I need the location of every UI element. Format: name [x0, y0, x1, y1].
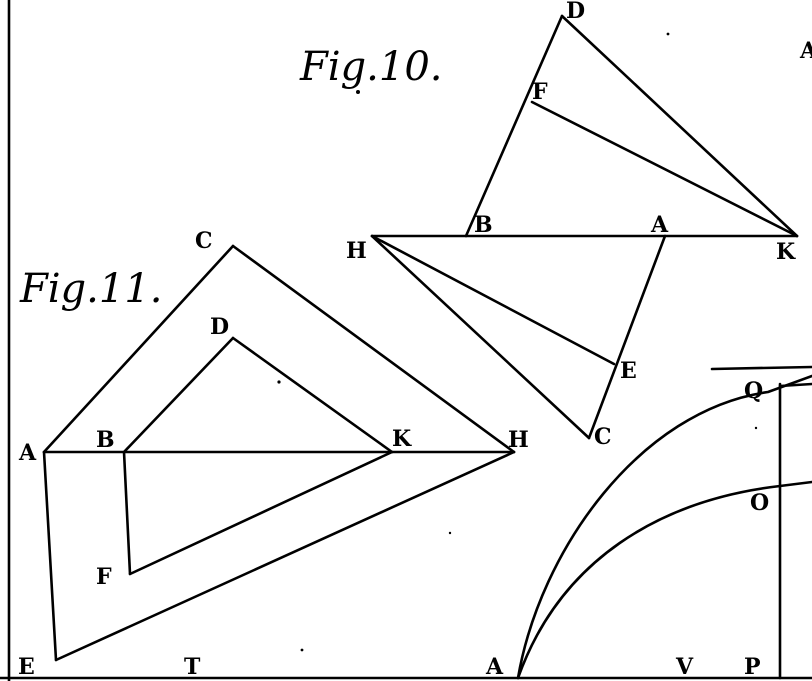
fig10-label-C: C: [594, 424, 612, 450]
figure-11: Fig.11. C D A B K H F E T: [18, 228, 529, 680]
speck: [356, 90, 360, 94]
fig11-line-FK: [128, 450, 394, 576]
speck: [666, 32, 670, 36]
fig12-curve-AO: [516, 480, 812, 680]
speck: [300, 648, 304, 652]
fig11-line-AE: [42, 450, 58, 662]
fig10-label-B: B: [474, 212, 493, 238]
speck: [754, 426, 758, 430]
fig11-label-B: B: [96, 427, 115, 453]
fig10-line-AC: [587, 234, 667, 440]
fig11-line-DK: [231, 336, 394, 454]
fig11-line-EH: [54, 450, 516, 662]
fig11-label-H: H: [508, 427, 529, 453]
fig10-line-DK: [560, 14, 799, 238]
fig12-curve-AQ: [516, 374, 812, 680]
fig10-label-H: H: [346, 238, 367, 264]
fig10-caption: Fig.10.: [299, 44, 442, 90]
fig11-label-A: A: [18, 440, 37, 466]
fig12-line-Q-right: [778, 382, 812, 388]
edge-label: A: [799, 38, 812, 64]
fig10-label-E: E: [620, 358, 637, 384]
fig10-label-D: D: [566, 0, 585, 24]
fig12-label-A: A: [485, 654, 504, 680]
fig12-top-line: [710, 365, 812, 371]
fig11-label-C: C: [195, 228, 213, 254]
speck: [448, 531, 452, 535]
fig11-line-AC: [42, 244, 235, 454]
fig11-line-BD: [122, 336, 235, 454]
fig10-line-HE: [370, 234, 616, 366]
fig10-label-F: F: [532, 79, 548, 105]
fig12-label-V: V: [675, 654, 694, 680]
fig12-label-P: P: [744, 654, 761, 680]
figure-10: Fig.10. D F B A K H E C: [299, 0, 799, 450]
fig11-line-BF: [122, 450, 132, 576]
fig11-label-D: D: [210, 314, 229, 340]
fig11-line-CH: [231, 244, 516, 454]
fig11-caption: Fig.11.: [19, 266, 162, 312]
fig10-line-HC: [370, 234, 591, 440]
speck: [277, 380, 281, 384]
fig10-label-A: A: [650, 212, 669, 238]
fig10-line-FK: [530, 100, 799, 238]
fig11-label-K: K: [392, 426, 412, 452]
fig12-label-O: O: [750, 490, 769, 516]
fig11-label-E: E: [18, 654, 35, 680]
fig10-line-DB: [464, 14, 564, 238]
fig12-label-Q: Q: [744, 378, 763, 404]
fig11-label-F: F: [96, 564, 112, 590]
figure-12: Q O A V P: [485, 365, 812, 680]
fig10-label-K: K: [776, 239, 796, 265]
fig11-label-T: T: [184, 654, 201, 680]
